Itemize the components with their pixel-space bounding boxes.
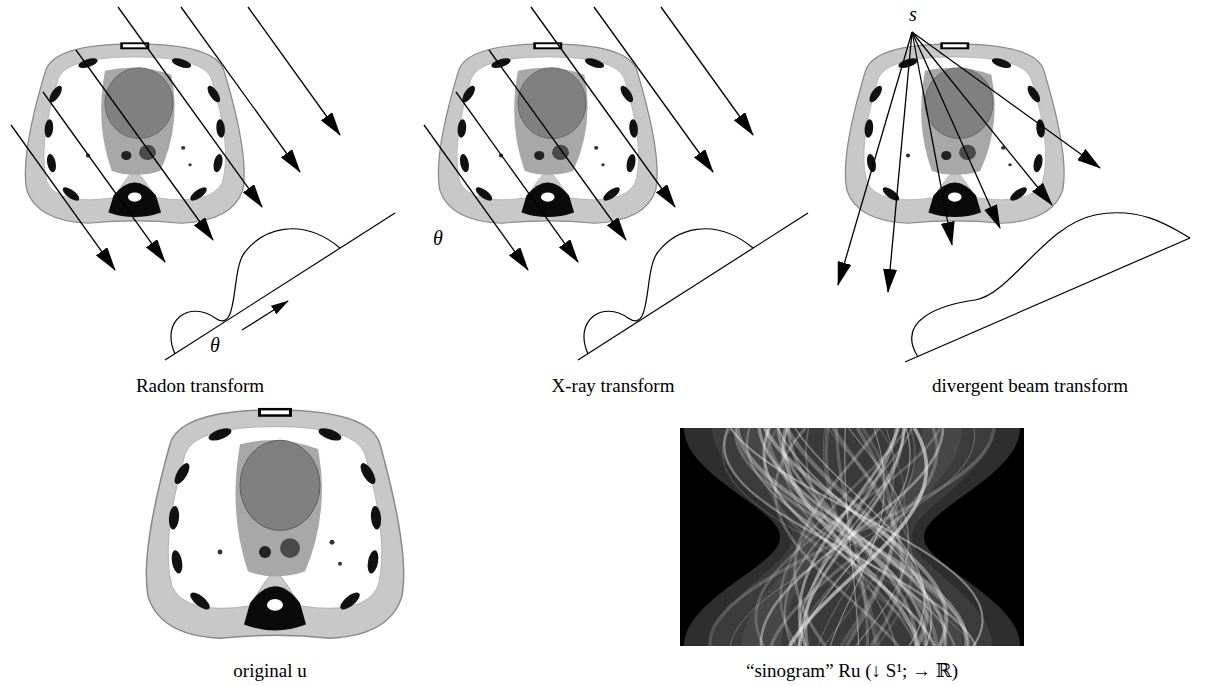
parallel-rays [11, 7, 340, 270]
sinogram-trace [735, 428, 968, 646]
projection-profile [912, 213, 1190, 357]
caption: original u [233, 660, 306, 682]
ct-slice [25, 42, 244, 223]
ct-slice [438, 42, 657, 223]
sinogram-trace [764, 428, 935, 646]
divergent-rays [838, 32, 1100, 292]
sinogram-trace [759, 428, 945, 646]
sinogram-trace [800, 428, 903, 646]
source-label: s [909, 3, 917, 26]
sinogram-trace [723, 428, 973, 646]
sinogram-trace [738, 428, 967, 646]
sinogram-trace [710, 428, 994, 646]
sinogram-trace [799, 428, 905, 646]
sinogram-envelope [742, 428, 962, 646]
sinogram-background [680, 428, 1024, 646]
ct-slice [845, 42, 1064, 223]
caption: divergent beam transform [932, 375, 1128, 397]
sinogram-trace [756, 428, 940, 646]
angle-symbol: θ [431, 227, 445, 250]
sinogram-envelope [712, 428, 992, 646]
parallel-rays [424, 7, 753, 270]
detector-line [905, 238, 1190, 362]
projection-profile [584, 229, 753, 354]
sinogram [684, 428, 1020, 646]
sinogram-trace [747, 428, 954, 646]
sinogram-trace [768, 428, 937, 646]
sinogram-trace [765, 428, 947, 646]
direction-arrow [242, 301, 288, 330]
angle-symbol: θ [208, 334, 222, 357]
sinogram-trace [761, 428, 943, 646]
sinogram-trace [793, 428, 914, 646]
projection-profile [171, 229, 340, 354]
detector-line [165, 213, 395, 360]
sinogram-envelope [684, 428, 1020, 646]
sinogram-trace [788, 428, 916, 646]
sinogram-trace [731, 428, 983, 646]
detector-line [578, 213, 808, 360]
caption: X-ray transform [552, 375, 675, 397]
caption: Radon transform [136, 375, 264, 397]
caption: “sinogram” Ru (↓ S¹; → ℝ) [746, 660, 958, 682]
ct-slice [146, 408, 403, 638]
sinogram-trace [778, 428, 931, 646]
